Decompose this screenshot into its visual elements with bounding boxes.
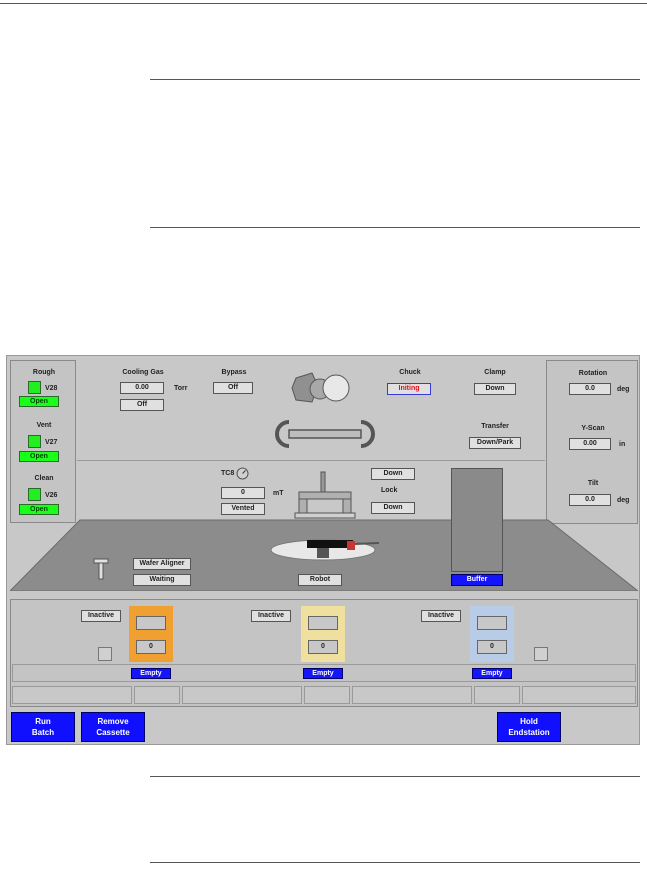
endstation-panel: Rough V28 Open Vent V27 Open Clean V26 O…	[6, 355, 640, 745]
cassette-1-count: 0	[136, 640, 166, 654]
rough-label: Rough	[32, 369, 56, 376]
loadlock-chamber-icon	[294, 471, 356, 519]
vent-valve-id: V27	[45, 439, 58, 446]
cassette-2[interactable]: 0	[301, 606, 345, 662]
clamp-label: Clamp	[484, 369, 506, 376]
cassette-3-state: Empty	[472, 668, 512, 679]
remove-cassette-label-1: Remove	[97, 717, 129, 726]
run-batch-button[interactable]: Run Batch	[11, 712, 75, 742]
transfer-arm-icon	[275, 420, 375, 448]
cassette-1-checkbox[interactable]	[98, 647, 112, 661]
vent-valve-indicator[interactable]	[28, 435, 41, 448]
vent-label: Vent	[36, 422, 52, 429]
cassette-2-slot-empty	[308, 616, 338, 630]
robot-label[interactable]: Robot	[298, 574, 342, 586]
section-rule-1	[150, 79, 640, 80]
status-cell-5	[352, 686, 472, 704]
clean-label: Clean	[34, 475, 54, 482]
robot-arm-icon	[270, 539, 380, 561]
cassette-1-state: Empty	[131, 668, 171, 679]
hold-endstation-button[interactable]: Hold Endstation	[497, 712, 561, 742]
rotation-unit: deg	[617, 386, 630, 393]
buffer-tower	[451, 468, 503, 572]
cassette-3-checkbox[interactable]	[534, 647, 548, 661]
stage-position-panel: Rotation 0.0 deg Y-Scan 0.00 in Tilt 0.0…	[546, 360, 638, 524]
rough-valve-state: Open	[19, 396, 59, 407]
hold-endstation-label-1: Hold	[520, 717, 538, 726]
loadlock-divider	[77, 460, 545, 461]
cassette-3-count: 0	[477, 640, 507, 654]
clean-valve-id: V26	[45, 492, 58, 499]
cassette-2-status: Inactive	[251, 610, 291, 622]
wafer-aligner-label: Wafer Aligner	[133, 558, 191, 570]
vent-valve-state: Open	[19, 451, 59, 462]
status-cell-2	[134, 686, 180, 704]
tc-unit: mT	[273, 490, 284, 497]
lock-state[interactable]: Down	[371, 502, 415, 514]
rotation-value: 0.0	[569, 383, 611, 395]
cassette-2-state: Empty	[303, 668, 343, 679]
yscan-label: Y-Scan	[581, 425, 605, 432]
buffer-button[interactable]: Buffer	[451, 574, 503, 586]
remove-cassette-label-2: Cassette	[96, 728, 130, 737]
tilt-unit: deg	[617, 497, 630, 504]
cooling-gas-label: Cooling Gas	[122, 369, 164, 376]
rotation-label: Rotation	[578, 370, 608, 377]
yscan-value: 0.00	[569, 438, 611, 450]
status-cell-1	[12, 686, 132, 704]
chuck-label: Chuck	[399, 369, 421, 376]
status-cell-7	[522, 686, 636, 704]
run-batch-label-2: Batch	[31, 728, 55, 737]
run-batch-label-1: Run	[35, 717, 51, 726]
cooling-gas-state[interactable]: Off	[120, 399, 164, 411]
header-rule	[0, 3, 647, 4]
clamp-state[interactable]: Down	[474, 383, 516, 395]
tc-label: TC8	[221, 470, 235, 477]
gauge-dial-icon	[236, 467, 249, 480]
transfer-label: Transfer	[481, 423, 509, 430]
wafer-aligner-state: Waiting	[133, 574, 191, 586]
cassette-3-slot-empty	[477, 616, 507, 630]
lock-top-state[interactable]: Down	[371, 468, 415, 480]
tc-state: Vented	[221, 503, 265, 515]
cassette-1[interactable]: 0	[129, 606, 173, 662]
rough-valve-id: V28	[45, 385, 58, 392]
wafer-aligner-icon	[93, 558, 109, 580]
cooling-gas-value: 0.00	[120, 382, 164, 394]
vacuum-valves-panel: Rough V28 Open Vent V27 Open Clean V26 O…	[10, 360, 76, 523]
hold-endstation-label-2: Endstation	[508, 728, 550, 737]
cassette-3-status: Inactive	[421, 610, 461, 622]
cassette-2-count: 0	[308, 640, 338, 654]
section-rule-4	[150, 862, 640, 863]
lock-label: Lock	[381, 487, 398, 494]
tc-value: 0	[221, 487, 265, 499]
clean-valve-state: Open	[19, 504, 59, 515]
pump-gauge-icon	[291, 372, 350, 403]
yscan-unit: in	[619, 441, 626, 448]
cassette-1-slot-empty	[136, 616, 166, 630]
tilt-value: 0.0	[569, 494, 611, 506]
cassette-3[interactable]: 0	[470, 606, 514, 662]
status-cell-4	[304, 686, 350, 704]
cassette-area: Inactive 0 Empty Inactive 0 Empty Inacti…	[10, 599, 638, 707]
transfer-state[interactable]: Down/Park	[469, 437, 521, 449]
chuck-state: Initing	[387, 383, 431, 395]
status-cell-6	[474, 686, 520, 704]
status-cell-3	[182, 686, 302, 704]
rough-valve-indicator[interactable]	[28, 381, 41, 394]
cooling-gas-unit: Torr	[174, 385, 188, 392]
section-rule-3	[150, 776, 640, 777]
status-bar-row-1	[12, 664, 636, 682]
remove-cassette-button[interactable]: Remove Cassette	[81, 712, 145, 742]
cassette-1-status: Inactive	[81, 610, 121, 622]
bypass-state[interactable]: Off	[213, 382, 253, 394]
clean-valve-indicator[interactable]	[28, 488, 41, 501]
section-rule-2	[150, 227, 640, 228]
tilt-label: Tilt	[587, 480, 599, 487]
bypass-label: Bypass	[221, 369, 247, 376]
